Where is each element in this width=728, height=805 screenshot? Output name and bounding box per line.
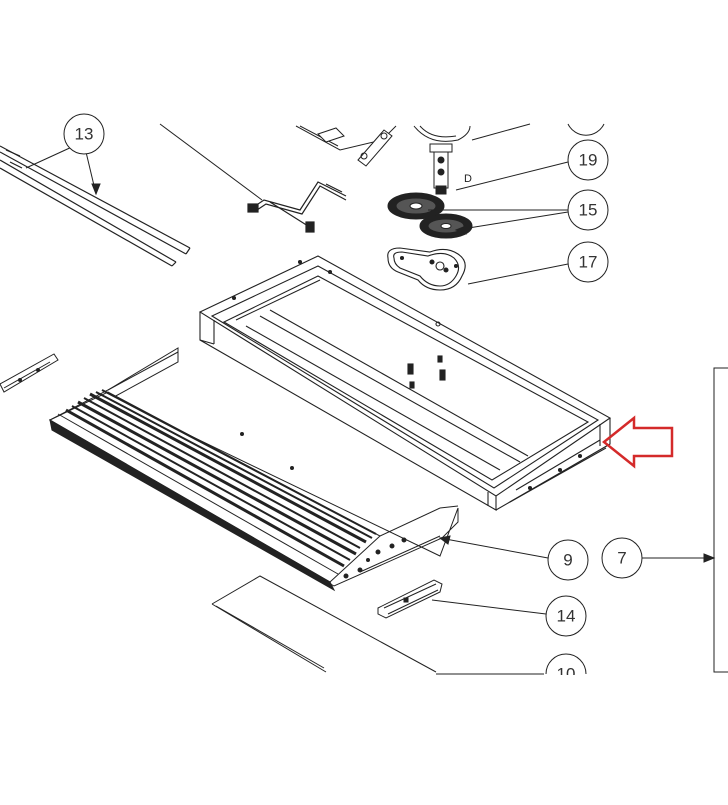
bottom-crop-mask: [0, 675, 728, 800]
left-bracket-part: [0, 353, 59, 393]
red-indicator-arrow: [601, 415, 674, 469]
leader-7-arrowhead: [703, 553, 716, 563]
svg-text:17: 17: [579, 253, 598, 272]
base-plate-part-17: [387, 247, 466, 291]
leader-19: [455, 161, 569, 191]
detail-label-d: D: [464, 173, 472, 185]
leader-13a: [25, 145, 75, 169]
leader-15b: [455, 211, 569, 231]
cable-handle: [247, 181, 347, 233]
svg-text:14: 14: [557, 607, 576, 626]
svg-text:7: 7: [617, 549, 626, 568]
callout-17: 17: [567, 241, 609, 283]
callout-19: 19: [567, 139, 609, 181]
callout-9: 9: [547, 539, 589, 581]
svg-text:9: 9: [563, 551, 572, 570]
callout-partial-top: [567, 123, 605, 136]
leader-14: [431, 599, 547, 615]
svg-text:13: 13: [75, 125, 94, 144]
callouts: 13 19 15 17 9 7 14 10: [63, 113, 643, 684]
sheet-part-10: [211, 575, 437, 673]
callout-15: 15: [567, 189, 609, 231]
block-part-14: [377, 579, 443, 619]
gear-assembly: [387, 143, 473, 239]
leader-17: [467, 263, 569, 285]
leader-cable: [159, 123, 263, 201]
step-tray-part-9: [48, 347, 459, 592]
leader-13-arrowhead: [91, 183, 101, 196]
main-frame: [198, 255, 612, 511]
leader-9: [439, 537, 549, 559]
group-bracket-7: [713, 367, 728, 673]
callout-14: 14: [545, 595, 587, 637]
rails-part-13: [0, 145, 191, 267]
callout-7: 7: [601, 537, 643, 579]
svg-text:19: 19: [579, 151, 598, 170]
leader-lines: [25, 123, 716, 675]
callout-13: 13: [63, 113, 105, 155]
svg-text:15: 15: [579, 201, 598, 220]
